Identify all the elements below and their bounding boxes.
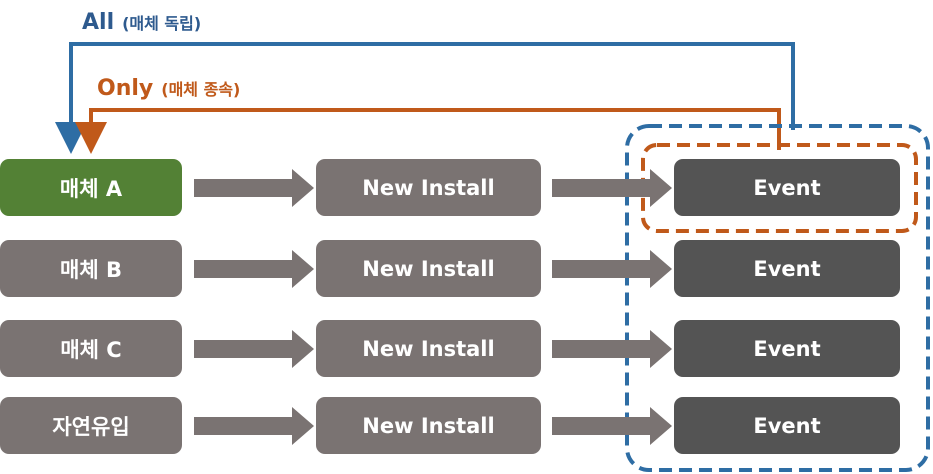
legend-only: Only (매체 종속) xyxy=(97,76,240,101)
legend-all-note: (매체 독립) xyxy=(122,14,202,33)
legend-all-label: All xyxy=(82,10,115,35)
event-box-organic: Event xyxy=(674,397,900,454)
flow-arrow-row2-to-event xyxy=(552,250,672,288)
event-box-c: Event xyxy=(674,320,900,377)
flow-arrow-row1-to-event xyxy=(552,169,672,207)
media-box-b: 매체 B xyxy=(0,240,182,297)
media-box-a: 매체 A xyxy=(0,159,182,216)
flow-arrow-row4-to-install xyxy=(194,407,314,445)
install-box-organic: New Install xyxy=(316,397,541,454)
flow-arrows xyxy=(194,169,672,445)
flow-arrow-row3-to-install xyxy=(194,330,314,368)
legend-only-note: (매체 종속) xyxy=(161,80,241,99)
media-box-c: 매체 C xyxy=(0,320,182,377)
install-box-b: New Install xyxy=(316,240,541,297)
event-box-b: Event xyxy=(674,240,900,297)
install-box-a: New Install xyxy=(316,159,541,216)
legend-all: All (매체 독립) xyxy=(82,10,201,35)
flow-arrow-row1-to-install xyxy=(194,169,314,207)
all-connector-line xyxy=(55,42,795,154)
flow-arrow-row4-to-event xyxy=(552,407,672,445)
only-connector-line xyxy=(75,108,781,154)
install-box-c: New Install xyxy=(316,320,541,377)
flow-arrow-row3-to-event xyxy=(552,330,672,368)
media-box-organic: 자연유입 xyxy=(0,397,182,454)
legend-only-label: Only xyxy=(97,76,154,101)
all-events-group-outline xyxy=(625,124,930,472)
event-box-a: Event xyxy=(674,159,900,216)
flow-arrow-row2-to-install xyxy=(194,250,314,288)
